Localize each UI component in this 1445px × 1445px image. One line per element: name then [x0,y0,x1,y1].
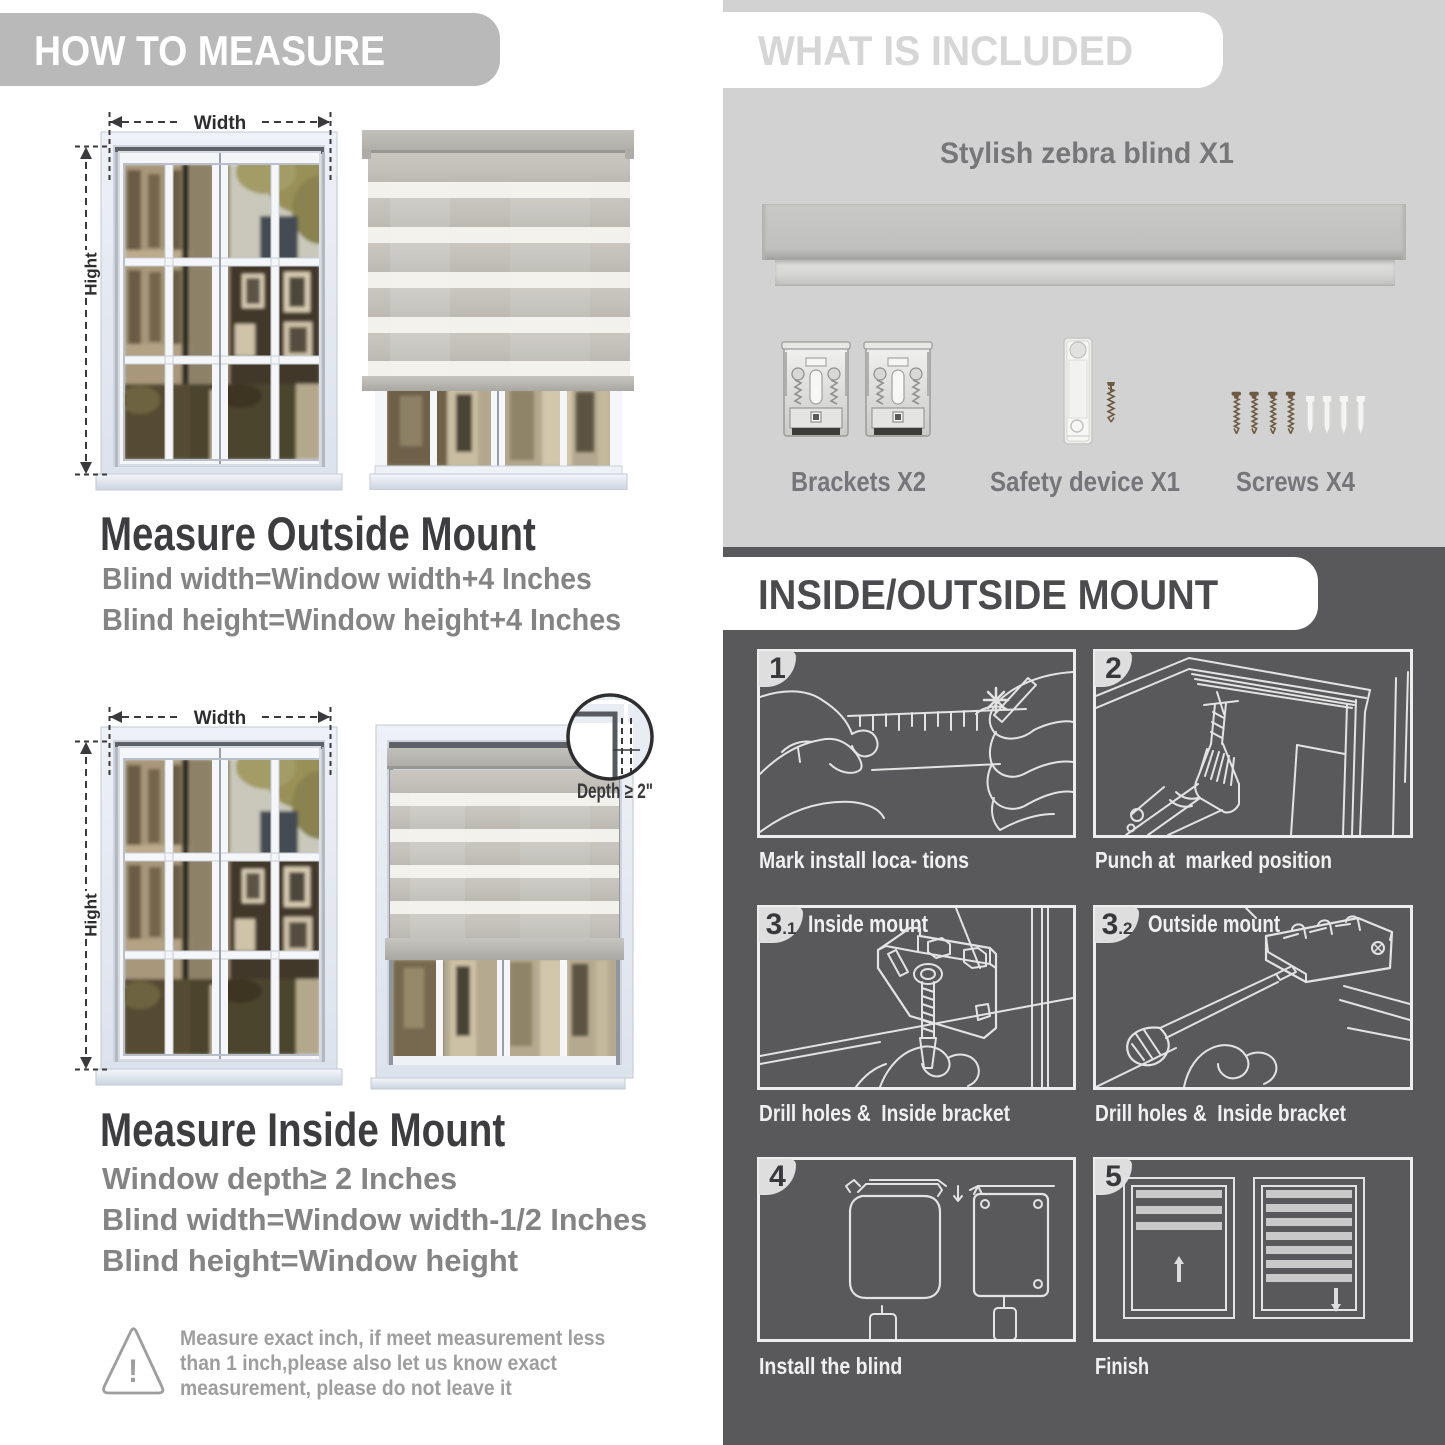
svg-text:Depth ≥ 2": Depth ≥ 2" [577,780,653,803]
svg-text:Width: Width [194,708,247,729]
svg-text:Hight: Hight [81,252,100,296]
svg-text:Width: Width [194,113,247,134]
svg-text:!: ! [128,1353,138,1389]
svg-text:Hight: Hight [81,893,100,937]
